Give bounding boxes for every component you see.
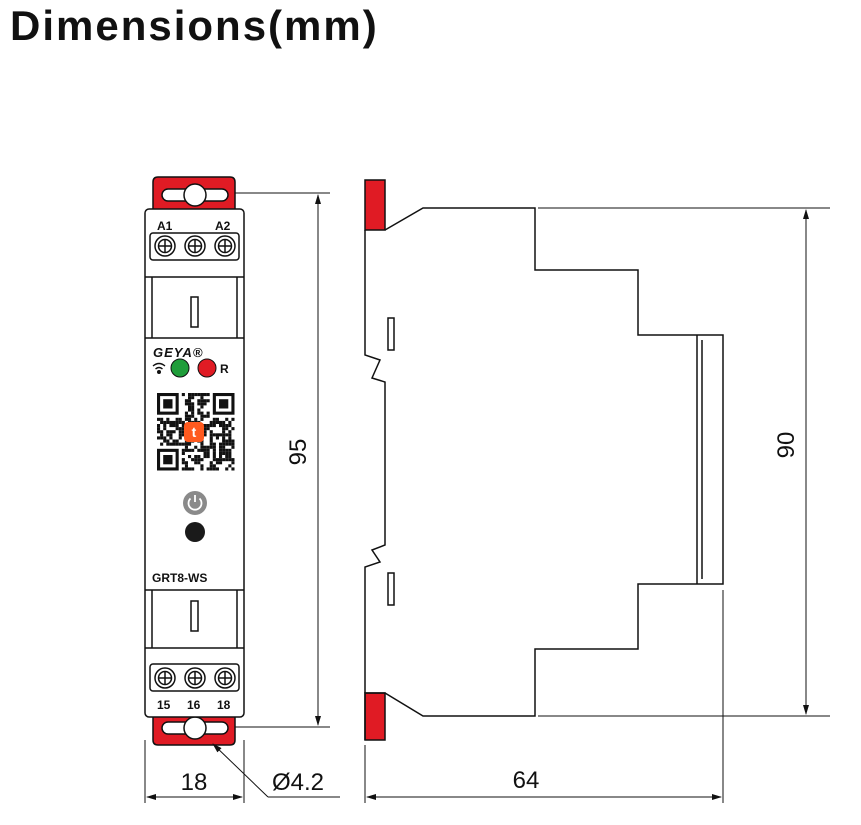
terminal-15-label: 15 bbox=[157, 698, 171, 712]
bottom-terminals bbox=[149, 663, 240, 692]
tuya-logo-glyph: t bbox=[192, 424, 197, 440]
brand-logo: GEYA® bbox=[153, 345, 203, 360]
terminal-18-label: 18 bbox=[217, 698, 231, 712]
terminal-16-label: 16 bbox=[187, 698, 201, 712]
power-button[interactable] bbox=[185, 522, 205, 542]
top-terminals bbox=[149, 232, 240, 261]
bottom-mounting-hole bbox=[183, 716, 207, 740]
side-outline bbox=[364, 207, 724, 740]
height-95-label: 95 bbox=[285, 439, 312, 466]
wifi-icon bbox=[152, 362, 166, 375]
led-r-label: R bbox=[220, 362, 229, 376]
tuya-logo-icon bbox=[184, 422, 204, 442]
terminal-a2-label: A2 bbox=[215, 219, 231, 233]
side-view bbox=[364, 179, 724, 741]
model-label: GRT8-WS bbox=[152, 571, 207, 585]
height-90-label: 90 bbox=[773, 432, 800, 459]
depth-64-label: 64 bbox=[513, 767, 540, 794]
side-dimensions bbox=[364, 207, 830, 803]
side-bottom-red-clip bbox=[364, 692, 386, 741]
page-title: Dimensions(mm) bbox=[10, 2, 379, 49]
top-mounting-hole bbox=[183, 183, 207, 207]
front-dimensions bbox=[144, 192, 340, 803]
green-status-led bbox=[170, 358, 190, 378]
bottom-latch-slot bbox=[190, 600, 199, 632]
side-top-red-clip bbox=[364, 179, 386, 231]
hole-diameter-label: Ø4.2 bbox=[272, 769, 324, 796]
power-icon bbox=[183, 491, 207, 515]
width-18-label: 18 bbox=[181, 769, 208, 796]
red-relay-led bbox=[197, 358, 217, 378]
top-latch-slot bbox=[190, 296, 199, 328]
qr-code bbox=[157, 393, 235, 471]
terminal-a1-label: A1 bbox=[157, 219, 173, 233]
